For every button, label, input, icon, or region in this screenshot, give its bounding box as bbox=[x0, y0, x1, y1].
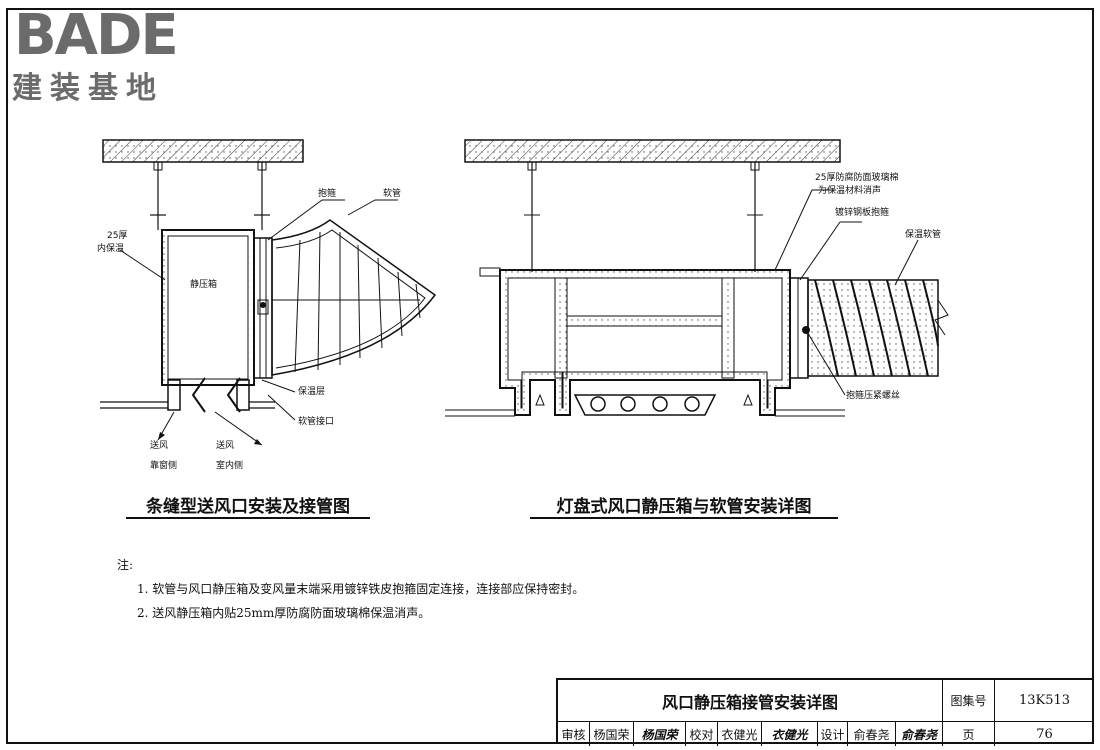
label-hoop-bolt: 抱箍压紧螺丝 bbox=[846, 389, 900, 401]
atlas-label: 图集号 bbox=[943, 680, 995, 722]
atlas-number: 13K513 bbox=[995, 680, 1094, 722]
right-diagram-title: 灯盘式风口静压箱与软管安装详图 bbox=[556, 497, 812, 517]
check-signature: 衣健光 bbox=[762, 722, 818, 746]
page-number: 76 bbox=[1036, 726, 1053, 742]
review-name: 杨国荣 bbox=[590, 722, 634, 746]
notes-heading: 注: bbox=[117, 558, 134, 572]
label-insulation-25: 25厚 bbox=[107, 230, 127, 241]
check-label: 校对 bbox=[686, 722, 718, 746]
review-signature: 杨国荣 bbox=[634, 722, 686, 746]
page-label: 页 bbox=[943, 722, 995, 746]
drawing-frame bbox=[6, 8, 1094, 744]
label-supply-room-1: 送风 bbox=[216, 439, 234, 451]
label-insulation-layer: 保温层 bbox=[298, 385, 325, 397]
design-name: 俞春尧 bbox=[848, 722, 896, 746]
notes-block: 注: 1. 软管与风口静压箱及变风量末端采用镀锌铁皮抱箍固定连接，连接部应保持密… bbox=[117, 553, 584, 625]
review-label: 审核 bbox=[558, 722, 590, 746]
design-signature: 俞春尧 bbox=[896, 722, 943, 746]
check-name: 衣健光 bbox=[718, 722, 762, 746]
label-supply-room-2: 室内侧 bbox=[216, 459, 243, 471]
right-diagram-labels: 25厚防腐防面玻璃棉 为保温材料消声 镀锌钢板抱箍 保温软管 抱箍压紧螺丝 bbox=[815, 171, 941, 401]
label-hoop: 抱箍 bbox=[318, 187, 336, 199]
right-title-underline bbox=[530, 517, 838, 519]
design-label: 设计 bbox=[818, 722, 848, 746]
plenum-box-left bbox=[161, 229, 255, 386]
left-diagram bbox=[100, 139, 437, 446]
title-block: 风口静压箱接管安装详图 图集号 13K513 审核 杨国荣 杨国荣 校对 衣健光… bbox=[556, 678, 1094, 746]
flex-duct-bend bbox=[271, 219, 437, 376]
label-duct-joint: 软管接口 bbox=[298, 415, 334, 427]
lamp-panel bbox=[573, 394, 717, 416]
logo-main-text: BADE bbox=[14, 3, 179, 68]
left-diagram-title: 条缝型送风口安装及接管图 bbox=[146, 497, 350, 517]
label-flex-duct: 软管 bbox=[383, 187, 401, 199]
left-diagram-labels: 抱箍 软管 25厚 内保温 静压箱 保温层 软管接口 送风 靠窗侧 送风 室内侧 bbox=[97, 187, 401, 471]
label-glass-wool-1: 25厚防腐防面玻璃棉 bbox=[815, 171, 898, 183]
drawing-title: 风口静压箱接管安装详图 bbox=[558, 680, 943, 722]
logo-sub-text: 建装基地 bbox=[12, 71, 164, 106]
label-supply-window-2: 靠窗侧 bbox=[150, 459, 177, 471]
label-steel-hoop: 镀锌钢板抱箍 bbox=[835, 206, 889, 218]
right-diagram bbox=[445, 139, 949, 417]
label-glass-wool-2: 为保温材料消声 bbox=[818, 184, 881, 196]
note-item-1: 1. 软管与风口静压箱及变风量末端采用镀锌铁皮抱箍固定连接，连接部应保持密封。 bbox=[137, 582, 585, 596]
label-plenum: 静压箱 bbox=[190, 278, 217, 290]
label-insulated-duct: 保温软管 bbox=[905, 228, 941, 240]
note-item-2: 2. 送风静压箱内贴25mm厚防腐防面玻璃棉保温消声。 bbox=[137, 606, 431, 620]
label-supply-window-1: 送风 bbox=[150, 439, 168, 451]
label-insulation-25b: 内保温 bbox=[97, 242, 124, 254]
bade-logo: BADE 建装基地 bbox=[10, 6, 215, 110]
left-title-underline bbox=[126, 517, 370, 519]
